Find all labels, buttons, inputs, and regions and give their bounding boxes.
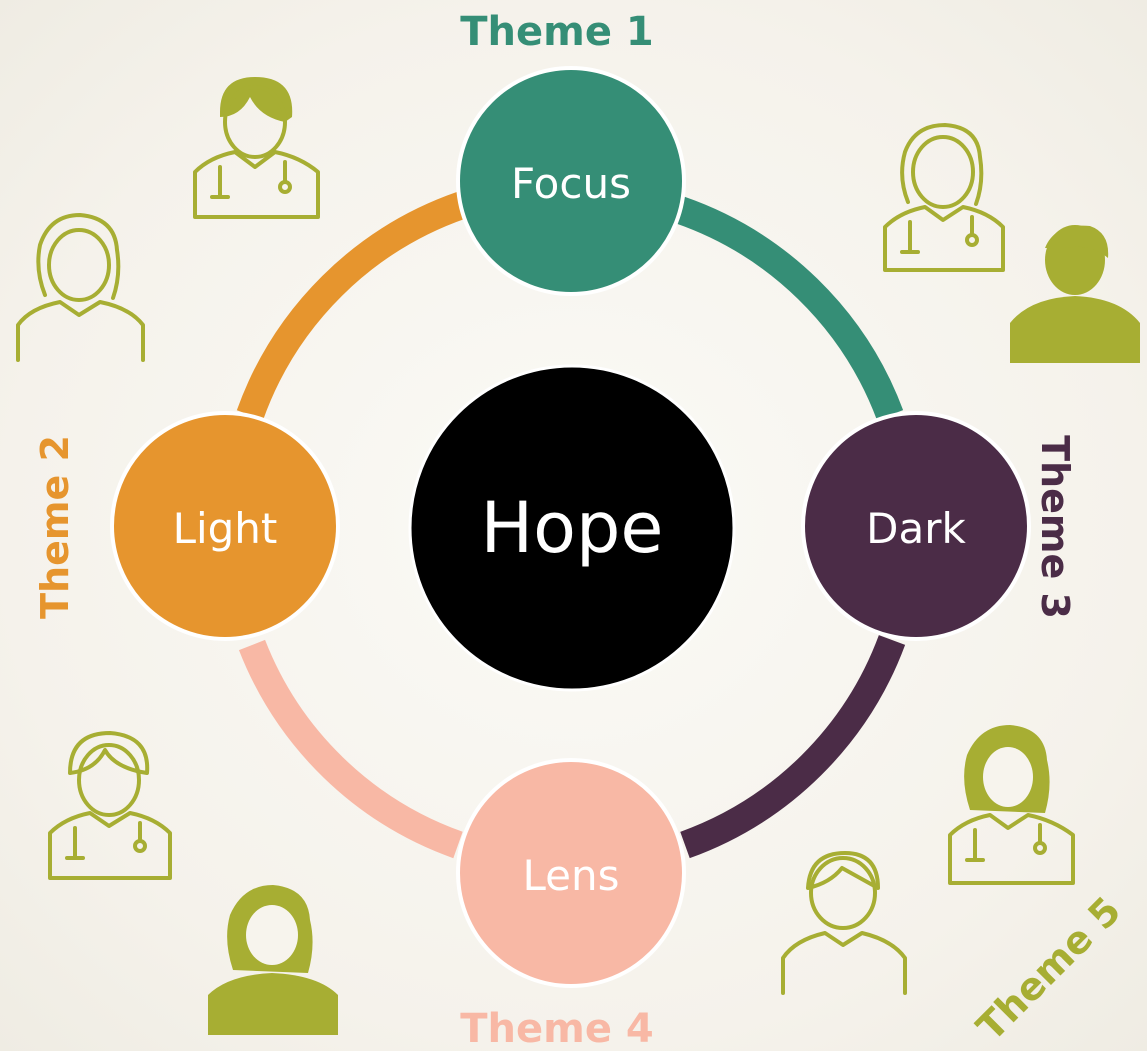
doctor-icon <box>193 77 320 219</box>
arc-lens-light <box>238 639 463 859</box>
light-node <box>110 411 340 641</box>
man-filled-icon <box>1010 225 1140 363</box>
theme-3-label: Theme 3 <box>1033 435 1077 619</box>
focus-node <box>456 66 686 296</box>
center-label: Hope <box>481 487 664 569</box>
center-circle <box>408 364 736 692</box>
doctor-icon <box>48 731 172 880</box>
theme-2-label: Theme 2 <box>33 435 77 619</box>
theme-4-label: Theme 4 <box>460 1006 653 1051</box>
theme-1-label: Theme 1 <box>460 9 653 55</box>
lens-label: Lens <box>522 851 619 900</box>
man-icon <box>781 851 907 995</box>
woman-icon <box>16 213 145 362</box>
arc-focus-dark <box>675 196 904 420</box>
doctor-woman-filled-icon <box>948 725 1075 885</box>
doctor-woman-icon <box>883 123 1005 272</box>
dark-label: Dark <box>866 504 966 553</box>
focus-label: Focus <box>511 159 631 208</box>
woman-filled-icon <box>208 885 338 1035</box>
arc-dark-lens <box>680 635 906 859</box>
dark-node <box>801 411 1031 641</box>
arc-light-focus <box>236 191 467 420</box>
theme-5-label: Theme 5 <box>968 888 1129 1049</box>
light-label: Light <box>173 504 278 553</box>
lens-node <box>456 758 686 988</box>
